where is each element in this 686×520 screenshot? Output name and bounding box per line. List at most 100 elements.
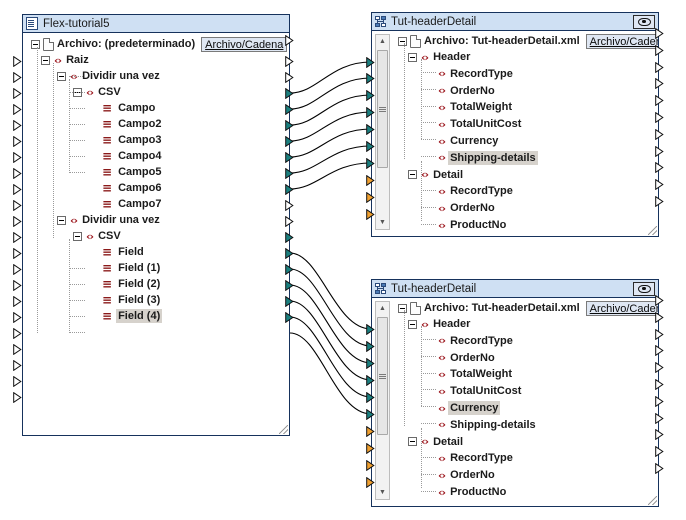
tree-node-productno[interactable]: ‹›ProductNo <box>425 217 508 233</box>
output-connector[interactable] <box>655 78 664 90</box>
component-title-bar[interactable]: Tut-headerDetail <box>372 280 658 298</box>
input-connector[interactable] <box>13 56 22 67</box>
tree-node-campo5[interactable]: ≡Campo5 <box>89 164 163 180</box>
tree-node-field-1-[interactable]: ≡Field (1) <box>89 260 162 276</box>
input-connector[interactable] <box>13 264 22 275</box>
tree-root-row[interactable]: Archivo: (predeterminado)Archivo/Cadena <box>31 36 288 52</box>
output-connector[interactable] <box>655 44 664 56</box>
input-connector[interactable] <box>13 152 22 163</box>
tree-node-recordtype[interactable]: ‹›RecordType <box>425 333 515 349</box>
output-connector[interactable] <box>655 463 664 474</box>
vertical-scrollbar[interactable]: ▲ ▼ <box>375 301 390 500</box>
tree-node-totalunitcost[interactable]: ‹›TotalUnitCost <box>425 383 523 399</box>
input-connector[interactable] <box>13 184 22 195</box>
tree-node-recordtype[interactable]: ‹›RecordType <box>425 66 515 82</box>
tree-node-campo3[interactable]: ≡Campo3 <box>89 132 163 148</box>
output-connector[interactable] <box>285 312 294 323</box>
input-connector[interactable] <box>366 375 375 386</box>
input-connector[interactable] <box>13 328 22 339</box>
input-connector[interactable] <box>366 90 375 101</box>
input-connector[interactable] <box>366 460 375 471</box>
component-tut-headerdetail-top[interactable]: Tut-headerDetail Archivo: Tut-headerDeta… <box>371 12 659 237</box>
output-connector[interactable] <box>285 280 294 291</box>
tree-node-currency[interactable]: ‹›Currency <box>425 133 500 149</box>
input-connector[interactable] <box>366 409 375 420</box>
scrollbar-thumb[interactable] <box>377 50 388 168</box>
tree-node-campo4[interactable]: ≡Campo4 <box>89 148 163 164</box>
input-connector[interactable] <box>13 168 22 179</box>
tree-node-field-3-[interactable]: ≡Field (3) <box>89 292 162 308</box>
input-connector[interactable] <box>366 158 375 169</box>
scroll-down-arrow[interactable]: ▼ <box>376 216 389 229</box>
output-connector[interactable] <box>655 162 664 174</box>
input-connector[interactable] <box>13 104 22 115</box>
input-connector[interactable] <box>13 136 22 147</box>
component-title-bar[interactable]: Tut-headerDetail <box>372 13 658 31</box>
output-connector[interactable] <box>655 311 664 323</box>
output-connector[interactable] <box>655 429 664 441</box>
datatype-chip[interactable]: Archivo/Cader <box>585 300 658 316</box>
input-connector[interactable] <box>366 175 375 186</box>
expander-collapse-icon[interactable] <box>41 55 50 65</box>
tree-node-recordtype[interactable]: ‹›RecordType <box>425 450 515 466</box>
datatype-chip[interactable]: Archivo/Cader <box>585 33 658 49</box>
output-connector[interactable] <box>285 184 294 195</box>
scroll-down-arrow[interactable]: ▼ <box>376 486 389 499</box>
resize-grip[interactable] <box>648 226 657 235</box>
input-connector[interactable] <box>13 216 22 227</box>
eye-icon[interactable] <box>633 14 655 29</box>
tree-node-shipping-details[interactable]: ‹›Shipping-details <box>425 417 538 433</box>
output-connector[interactable] <box>285 200 294 211</box>
input-connector[interactable] <box>366 73 375 84</box>
expander-collapse-icon[interactable] <box>408 437 417 447</box>
expander-collapse-icon[interactable] <box>408 52 417 62</box>
input-connector[interactable] <box>13 344 22 355</box>
output-connector[interactable] <box>655 95 664 107</box>
tree-node-totalunitcost[interactable]: ‹›TotalUnitCost <box>425 116 523 132</box>
input-connector[interactable] <box>13 72 22 83</box>
tree-node-field[interactable]: ≡Field <box>89 244 146 260</box>
input-connector[interactable] <box>13 360 22 371</box>
tree-node-orderno[interactable]: ‹›OrderNo <box>425 467 497 483</box>
input-connector[interactable] <box>13 232 22 243</box>
component-tut-headerdetail-bottom[interactable]: Tut-headerDetail Archivo: Tut-headerDeta… <box>371 279 659 507</box>
output-connector[interactable] <box>655 328 664 340</box>
tree-node-currency[interactable]: ‹›Currency <box>425 400 501 416</box>
tree-node-shipping-details[interactable]: ‹›Shipping-details <box>425 150 538 166</box>
output-connector[interactable] <box>285 88 294 99</box>
tree-node-campo7[interactable]: ≡Campo7 <box>89 196 163 212</box>
expander-collapse-icon[interactable] <box>73 231 82 241</box>
output-connector[interactable] <box>655 196 664 207</box>
output-connector[interactable] <box>655 395 664 407</box>
input-connector[interactable] <box>366 443 375 454</box>
tree-node-productno[interactable]: ‹›ProductNo <box>425 484 508 500</box>
output-connector[interactable] <box>655 128 664 140</box>
expander-collapse-icon[interactable] <box>57 71 66 81</box>
input-connector[interactable] <box>366 57 375 68</box>
input-connector[interactable] <box>366 392 375 403</box>
input-connector[interactable] <box>366 477 375 488</box>
output-connector[interactable] <box>655 295 664 306</box>
tree-node-campo2[interactable]: ≡Campo2 <box>89 116 163 132</box>
output-connector[interactable] <box>655 345 664 357</box>
expander-collapse-icon[interactable] <box>398 36 407 46</box>
eye-icon[interactable] <box>633 281 655 296</box>
output-connector[interactable] <box>285 120 294 131</box>
output-connector[interactable] <box>285 232 294 243</box>
output-connector[interactable] <box>655 179 664 191</box>
output-connector[interactable] <box>655 112 664 123</box>
output-connector[interactable] <box>285 216 294 227</box>
tree-node-field-4-[interactable]: ≡Field (4) <box>89 308 163 324</box>
input-connector[interactable] <box>13 312 22 323</box>
component-tree[interactable]: Archivo: (predeterminado)Archivo/Cadena ‹… <box>23 33 289 435</box>
tree-node-orderno[interactable]: ‹›OrderNo <box>425 200 497 216</box>
tree-node-recordtype[interactable]: ‹›RecordType <box>425 183 515 199</box>
input-connector[interactable] <box>366 107 375 118</box>
tree-node-csv[interactable]: ‹›CSV <box>73 228 123 244</box>
tree-node-campo[interactable]: ≡Campo <box>89 100 157 116</box>
